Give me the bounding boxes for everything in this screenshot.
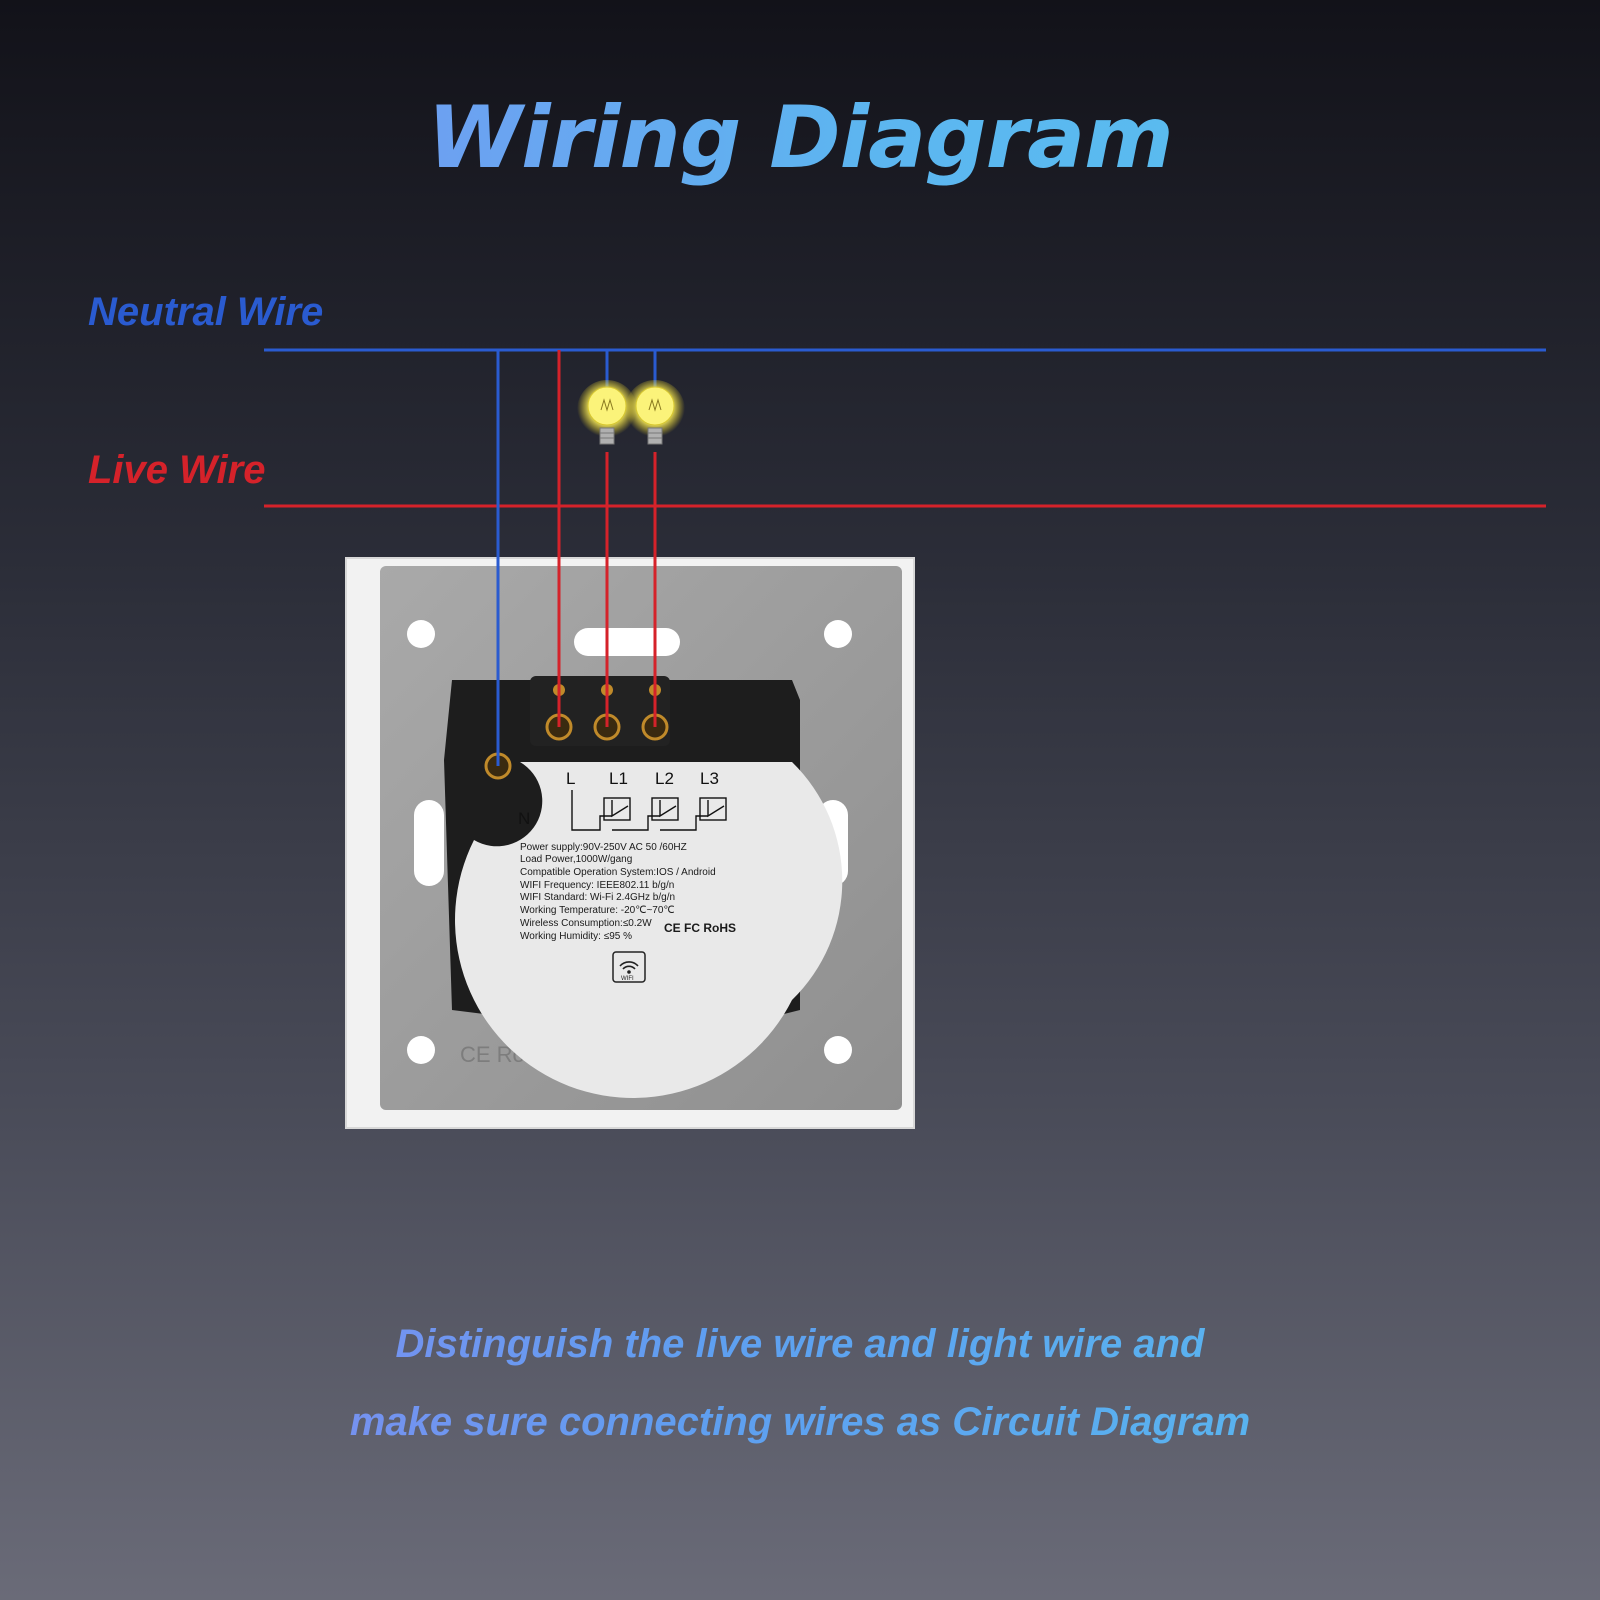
caption-line-1: Distinguish the live wire and light wire… (0, 1322, 1600, 1367)
terminal-label-l: L (566, 769, 575, 788)
spec-label (455, 762, 843, 1098)
spec-line: Compatible Operation System:IOS / Androi… (520, 867, 716, 878)
neutral-wire-label: Neutral Wire (88, 290, 324, 334)
wifi-icon: WIFI (612, 951, 646, 983)
mount-hole (824, 620, 852, 648)
mount-slot (414, 800, 444, 886)
wifi-label: WIFI (621, 976, 634, 982)
mount-slot (574, 628, 680, 656)
spec-lines: Power supply:90V-250V AC 50 /60HZ Load P… (520, 842, 716, 942)
spec-line: Wireless Consumption:≤0.2W (520, 918, 652, 929)
spec-line: Working Humidity: ≤95 % (520, 931, 632, 942)
page-title: Wiring Diagram (0, 88, 1600, 188)
light-bulb-icon (625, 380, 685, 445)
mount-hole (407, 1036, 435, 1064)
mount-hole (824, 1036, 852, 1064)
spec-line: Load Power,1000W/gang (520, 854, 632, 865)
spec-line: WIFI Standard: Wi-Fi 2.4GHz b/g/n (520, 892, 675, 903)
light-bulb-icon (577, 380, 637, 445)
terminal-label-l2: L2 (655, 769, 674, 788)
spec-line: WIFI Frequency: IEEE802.11 b/g/n (520, 880, 674, 891)
cert-marks: CE FC RoHS (664, 921, 736, 935)
spec-line: Power supply:90V-250V AC 50 /60HZ (520, 842, 687, 853)
terminal-label-l1: L1 (609, 769, 628, 788)
switch-schematic (571, 790, 727, 831)
caption-line-2: make sure connecting wires as Circuit Di… (0, 1400, 1600, 1445)
terminal-label-l3: L3 (700, 769, 719, 788)
terminal-label-n: N (518, 809, 530, 828)
spec-line: Working Temperature: -20℃~70℃ (520, 905, 675, 916)
mount-hole (407, 620, 435, 648)
live-wire-label: Live Wire (88, 448, 266, 492)
